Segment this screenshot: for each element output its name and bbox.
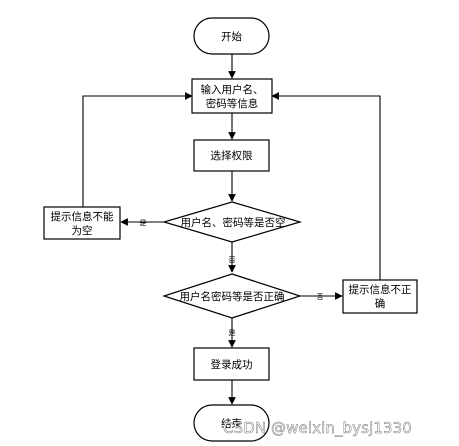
prompt-empty-label-line1: 提示信息不能: [51, 210, 114, 223]
select-permission-node: 选择权限: [193, 139, 270, 172]
prompt-incorrect-label-line2: 确: [375, 297, 386, 310]
input-credentials-label-line1: 输入用户名、: [201, 83, 264, 96]
end-node: 结束: [193, 404, 270, 442]
edge-label-correct-no: 否: [317, 293, 324, 301]
edge-label-correct-yes: 是: [229, 329, 236, 337]
prompt-incorrect-node: 提示信息不正 确: [342, 279, 418, 314]
input-credentials-node: 输入用户名、 密码等信息: [191, 78, 273, 114]
edge-prompt-right-back-to-input: [271, 92, 381, 280]
csdn-watermark: CSDN @weixin_bysj1330: [223, 419, 412, 438]
select-permission-label: 选择权限: [211, 149, 253, 162]
decision-empty-label: 用户名、密码等是否空: [181, 216, 286, 229]
decision-correct-node: 用户名密码等是否正确: [162, 273, 302, 319]
login-success-node: 登录成功: [193, 347, 270, 381]
input-credentials-label-line2: 密码等信息: [206, 97, 259, 110]
decision-empty-node: 用户名、密码等是否空: [161, 201, 303, 243]
edge-prompt-left-back-to-input: [82, 92, 193, 207]
login-success-label: 登录成功: [211, 358, 253, 371]
edge-label-empty-yes: 是: [140, 219, 147, 227]
start-node: 开始: [193, 17, 270, 55]
prompt-empty-node: 提示信息不能 为空: [43, 206, 121, 240]
edge-label-empty-no: 否: [229, 256, 236, 264]
start-label: 开始: [221, 30, 242, 43]
prompt-empty-label-line2: 为空: [72, 224, 93, 237]
prompt-incorrect-label-line1: 提示信息不正: [349, 283, 412, 296]
end-label: 结束: [221, 417, 242, 430]
decision-correct-label: 用户名密码等是否正确: [180, 290, 285, 303]
